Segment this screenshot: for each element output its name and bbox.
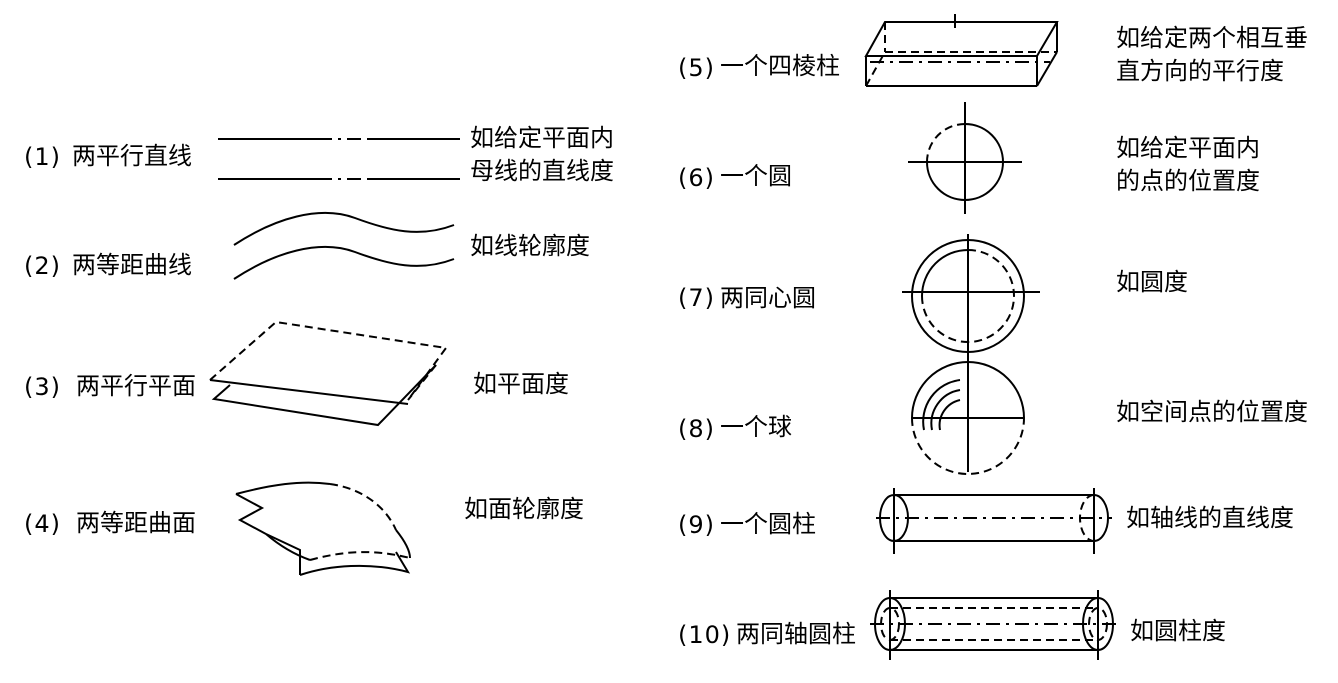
item-5-name: 一个四棱柱 xyxy=(720,52,840,80)
item-8-name: 一个球 xyxy=(720,413,792,441)
two-equidistant-surfaces-drawing xyxy=(235,481,411,576)
item-5-example-line2: 直方向的平行度 xyxy=(1116,57,1284,85)
item-7-example-line1: 如圆度 xyxy=(1116,268,1188,296)
item-3-number: (3) xyxy=(24,373,61,401)
item-9-example-line1: 如轴线的直线度 xyxy=(1126,504,1294,532)
item-10-name: 两同轴圆柱 xyxy=(736,620,856,648)
item-7-number: (7) xyxy=(678,284,715,312)
item-5-number: (5) xyxy=(678,54,715,82)
two-equidistant-curves-drawing xyxy=(233,211,455,280)
item-10-number: (10) xyxy=(678,621,732,649)
circle-drawing xyxy=(908,102,1022,214)
cylinder-drawing xyxy=(876,488,1112,554)
item-2-number: (2) xyxy=(24,252,61,280)
two-concentric-circles-drawing xyxy=(902,234,1040,360)
item-9-name: 一个圆柱 xyxy=(720,510,816,538)
sphere-drawing xyxy=(911,360,1025,475)
item-8-number: (8) xyxy=(678,415,715,443)
item-4-name: 两等距曲面 xyxy=(76,509,196,537)
item-1-example-line1: 如给定平面内 xyxy=(470,124,614,152)
item-3-example-line1: 如平面度 xyxy=(473,370,569,398)
item-6-example-line2: 的点的位置度 xyxy=(1116,167,1260,195)
two-coaxial-cylinders-drawing xyxy=(870,590,1120,660)
item-10-example-line1: 如圆柱度 xyxy=(1130,617,1226,645)
item-6-example-line1: 如给定平面内 xyxy=(1116,134,1260,162)
item-5-example-line1: 如给定两个相互垂 xyxy=(1116,24,1308,52)
item-1-number: (1) xyxy=(24,143,61,171)
item-3-name: 两平行平面 xyxy=(76,372,196,400)
item-4-example-line1: 如面轮廓度 xyxy=(464,495,584,523)
item-6-number: (6) xyxy=(678,164,715,192)
two-parallel-lines-drawing xyxy=(218,138,460,180)
item-2-example-line1: 如线轮廓度 xyxy=(470,232,590,260)
item-1-example-line2: 母线的直线度 xyxy=(470,157,614,185)
rectangular-prism-drawing xyxy=(864,14,1059,87)
item-6-name: 一个圆 xyxy=(720,162,792,190)
item-8-example-line1: 如空间点的位置度 xyxy=(1116,398,1308,426)
item-1-name: 两平行直线 xyxy=(72,142,192,170)
item-7-name: 两同心圆 xyxy=(720,284,816,312)
item-4-number: (4) xyxy=(24,510,61,538)
item-9-number: (9) xyxy=(678,511,715,539)
two-parallel-planes-drawing xyxy=(209,320,448,427)
item-2-name: 两等距曲线 xyxy=(72,251,192,279)
